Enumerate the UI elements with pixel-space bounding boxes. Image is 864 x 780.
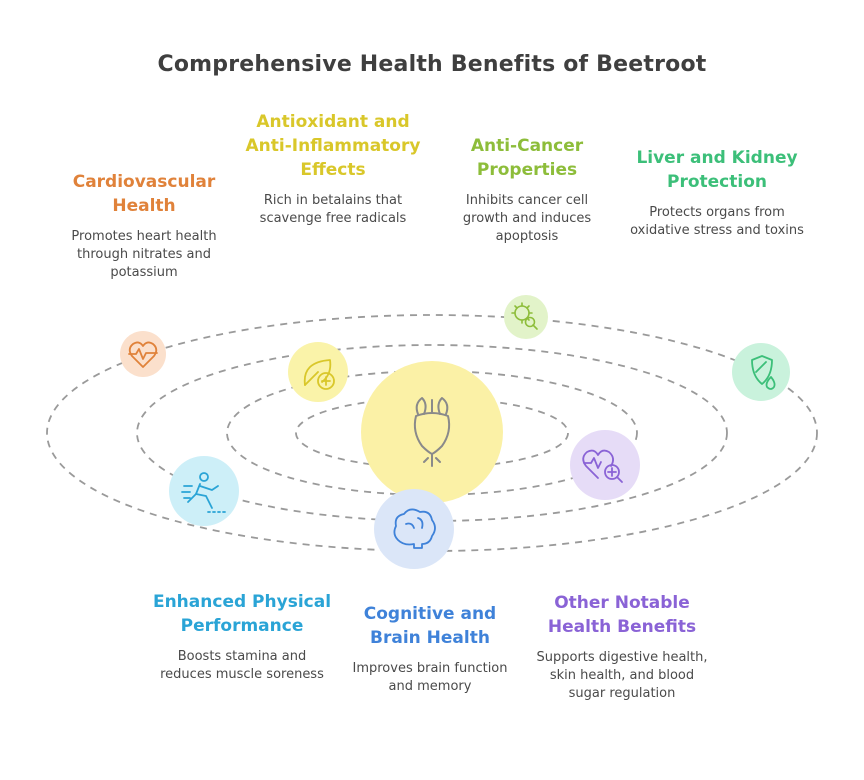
shield-drop-icon: [751, 355, 776, 390]
node-liver-kidney[interactable]: [732, 343, 790, 401]
benefit-liver-kidney: Liver and Kidney Protection Protects org…: [630, 146, 804, 240]
node-circle: [570, 430, 640, 500]
benefit-antioxidant: Antioxidant and Anti-Inflammatory Effect…: [240, 110, 426, 228]
node-cognitive[interactable]: [374, 489, 454, 569]
benefit-anticancer: Anti-Cancer Properties Inhibits cancer c…: [444, 134, 610, 246]
beetroot-icon: [413, 397, 451, 467]
benefit-description: Promotes heart health through nitrates a…: [71, 229, 217, 280]
node-cardiovascular[interactable]: [120, 331, 166, 377]
node-antioxidant[interactable]: [288, 342, 348, 402]
leaf-plus-icon: [303, 359, 335, 390]
node-anticancer[interactable]: [504, 295, 548, 339]
brain-icon: [393, 508, 436, 549]
node-circle: [120, 331, 166, 377]
benefit-title: Liver and Kidney Protection: [636, 148, 798, 192]
benefit-description: Protects organs from oxidative stress an…: [630, 205, 804, 238]
node-other[interactable]: [570, 430, 640, 500]
cell-search-icon: [511, 302, 538, 330]
heart-search-icon: [582, 449, 623, 483]
benefit-title: Enhanced Physical Performance: [152, 592, 332, 636]
benefit-title: Cardiovascular Health: [72, 172, 216, 216]
benefit-title: Antioxidant and Anti-Inflammatory Effect…: [245, 112, 421, 180]
node-circle: [504, 295, 548, 339]
benefit-description: Inhibits cancer cell growth and induces …: [462, 193, 592, 244]
benefit-other: Other Notable Health Benefits Supports d…: [530, 591, 714, 703]
orbit-ring-3: [136, 344, 728, 522]
center-circle: [361, 361, 503, 503]
benefit-title: Cognitive and Brain Health: [363, 604, 497, 648]
benefit-cardiovascular: Cardiovascular Health Promotes heart hea…: [54, 170, 234, 282]
benefit-title: Anti-Cancer Properties: [470, 136, 584, 180]
benefit-physical: Enhanced Physical Performance Boosts sta…: [152, 590, 332, 684]
orbit-ring-outer: [46, 314, 818, 552]
node-circle: [169, 456, 239, 526]
node-physical[interactable]: [169, 456, 239, 526]
benefit-description: Boosts stamina and reduces muscle sorene…: [160, 649, 324, 682]
benefit-description: Supports digestive health, skin health, …: [536, 650, 708, 701]
node-circle: [374, 489, 454, 569]
benefit-description: Rich in betalains that scavenge free rad…: [259, 193, 407, 226]
center-node: [361, 361, 503, 503]
benefit-cognitive: Cognitive and Brain Health Improves brai…: [340, 602, 520, 696]
benefit-title: Other Notable Health Benefits: [547, 593, 697, 637]
node-circle: [732, 343, 790, 401]
benefit-description: Improves brain function and memory: [352, 661, 508, 694]
heart-pulse-icon: [128, 341, 158, 368]
diagram-title: Comprehensive Health Benefits of Beetroo…: [157, 52, 707, 77]
runner-icon: [181, 472, 227, 513]
